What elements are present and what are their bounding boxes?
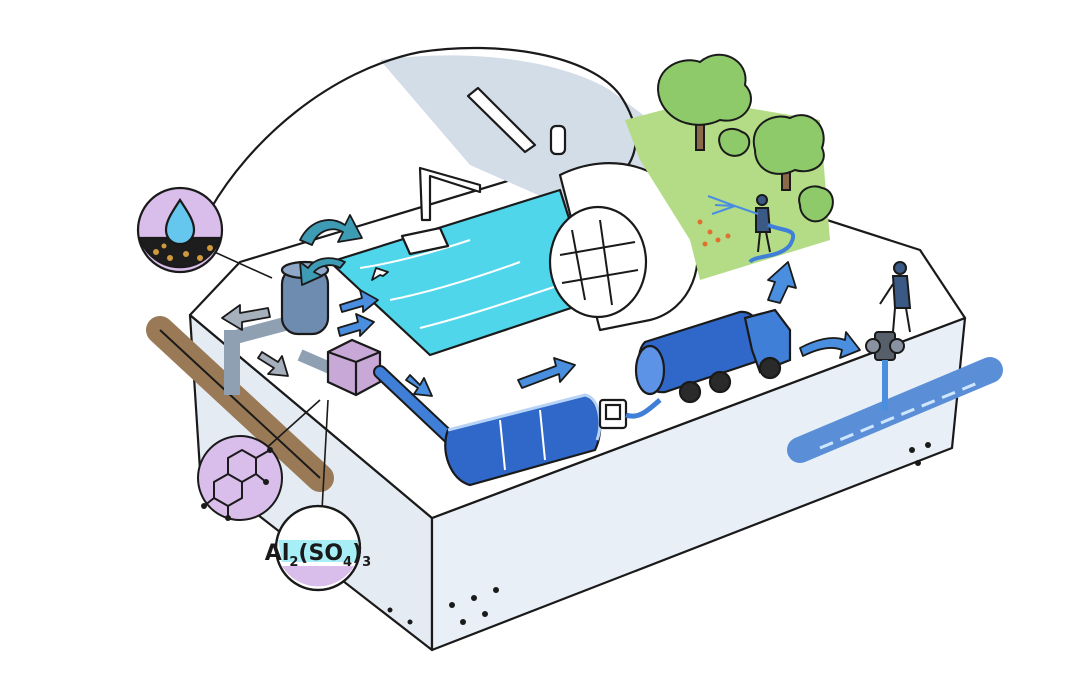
gardener-icon (707, 194, 796, 264)
flow-arrow-icon (799, 331, 861, 359)
flow-arrow-icon (221, 304, 271, 331)
molecule-bonds (203, 449, 271, 518)
droplet-shape (164, 198, 196, 246)
pump-valve (604, 403, 622, 421)
hose-spray (707, 195, 759, 215)
flow-arrow-icon (339, 289, 379, 313)
chemical-formula-text: Al2(SO4)3 (265, 541, 371, 570)
tanker-truck-icon (625, 308, 792, 419)
flow-arrow-icon (299, 257, 346, 286)
worker-icon (879, 261, 912, 333)
truck-wheel-2 (708, 370, 732, 394)
chemical-formula-icon (274, 504, 362, 592)
storage-tank-icon (444, 393, 628, 487)
flower-dots (697, 219, 731, 247)
dosing-box-edge (327, 350, 381, 395)
tank-glass (447, 393, 602, 441)
hydrant-icon (865, 331, 905, 410)
diving-platform (400, 226, 450, 256)
main-water-pipe (146, 316, 1003, 492)
grey-pipe-dosing (297, 349, 333, 374)
blue-pipe-fill (375, 367, 455, 443)
callout-lines (209, 249, 329, 511)
flow-arrow-icon (299, 214, 363, 246)
pipe-left-outline (159, 329, 321, 479)
pool-area (328, 162, 699, 357)
truck-hose (625, 398, 662, 419)
trees-icon (657, 53, 834, 223)
filter-tank-icon (224, 260, 333, 395)
flow-arrow-icon (371, 267, 389, 281)
truck-wheel-1 (678, 380, 702, 404)
tank-ribs (499, 409, 546, 471)
pipe-right-segment (787, 357, 1003, 463)
truck-wheel-3 (758, 356, 782, 380)
water-droplet-soil-icon (136, 186, 224, 274)
flow-arrow-icon (405, 374, 433, 397)
formula-badge-bottom (282, 566, 354, 587)
garden-hose (748, 223, 796, 264)
formula-highlight (278, 540, 358, 562)
park-area (625, 53, 834, 280)
flow-arrow-icon (257, 351, 289, 377)
roof-skylight (466, 86, 537, 154)
round-window (548, 205, 648, 319)
dosing-box (326, 338, 382, 397)
truck-tank-end (634, 344, 666, 396)
window-grid (559, 219, 639, 306)
platform-vents (387, 442, 931, 625)
soil-particles (153, 243, 213, 261)
flow-arrow-icon (767, 261, 797, 304)
flow-arrow-icon (337, 313, 375, 337)
dosing-unit-icon (326, 338, 382, 397)
roof-vent (549, 124, 567, 156)
pool-water-icon (359, 239, 561, 329)
molecule-icon (197, 435, 283, 521)
flow-arrows (221, 214, 861, 397)
transfer-pipe (373, 365, 457, 445)
truck-cab (743, 308, 792, 374)
diving-board (418, 166, 482, 222)
pipe-right-highlight (819, 380, 981, 450)
flow-arrow-icon (517, 357, 576, 389)
